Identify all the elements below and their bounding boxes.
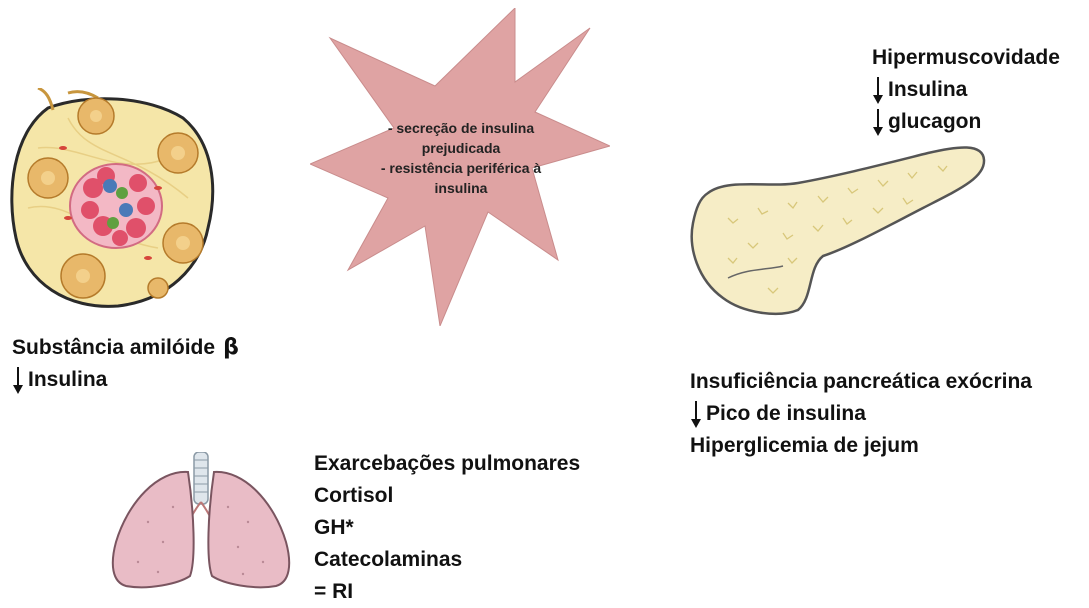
hypermuscovidade-label: Hipermuscovidade [872, 42, 1060, 74]
muscle-caption: Hipermuscovidade Insulina glucagon [872, 42, 1060, 138]
pulmonary-exacerbations-label: Exarcebações pulmonares [314, 448, 580, 480]
star-line-1: - secreção de insulina [356, 118, 566, 138]
down-arrow-icon [872, 107, 884, 137]
beta-symbol: β [223, 332, 239, 364]
pancreas-illustration [688, 138, 988, 318]
insulin-label: Insulina [28, 364, 107, 396]
insulin-label: Insulina [888, 74, 967, 106]
down-arrow-icon [12, 365, 24, 395]
down-arrow-icon [690, 399, 702, 429]
exocrine-insufficiency-label: Insuficiência pancreática exócrina [690, 366, 1032, 398]
islet-illustration [8, 88, 220, 310]
insulin-peak-label: Pico de insulina [706, 398, 866, 430]
amyloid-label: Substância amilóide [12, 332, 215, 364]
gh-label: GH* [314, 512, 580, 544]
star-line-4: insulina [356, 178, 566, 198]
down-arrow-icon [872, 75, 884, 105]
star-text: - secreção de insulina prejudicada - res… [356, 118, 566, 198]
lungs-illustration [108, 452, 296, 592]
catecholamines-label: Catecolaminas [314, 544, 580, 576]
pancreas-caption: Insuficiência pancreática exócrina Pico … [690, 366, 1032, 462]
islet-caption: Substância amilóide β Insulina [12, 332, 239, 396]
fasting-hyperglycemia-label: Hiperglicemia de jejum [690, 430, 1032, 462]
ri-label: = RI [314, 576, 580, 608]
star-line-3: - resistência periférica à [356, 158, 566, 178]
lung-caption: Exarcebações pulmonares Cortisol GH* Cat… [314, 448, 580, 608]
cortisol-label: Cortisol [314, 480, 580, 512]
glucagon-label: glucagon [888, 106, 981, 138]
star-line-2: prejudicada [356, 138, 566, 158]
